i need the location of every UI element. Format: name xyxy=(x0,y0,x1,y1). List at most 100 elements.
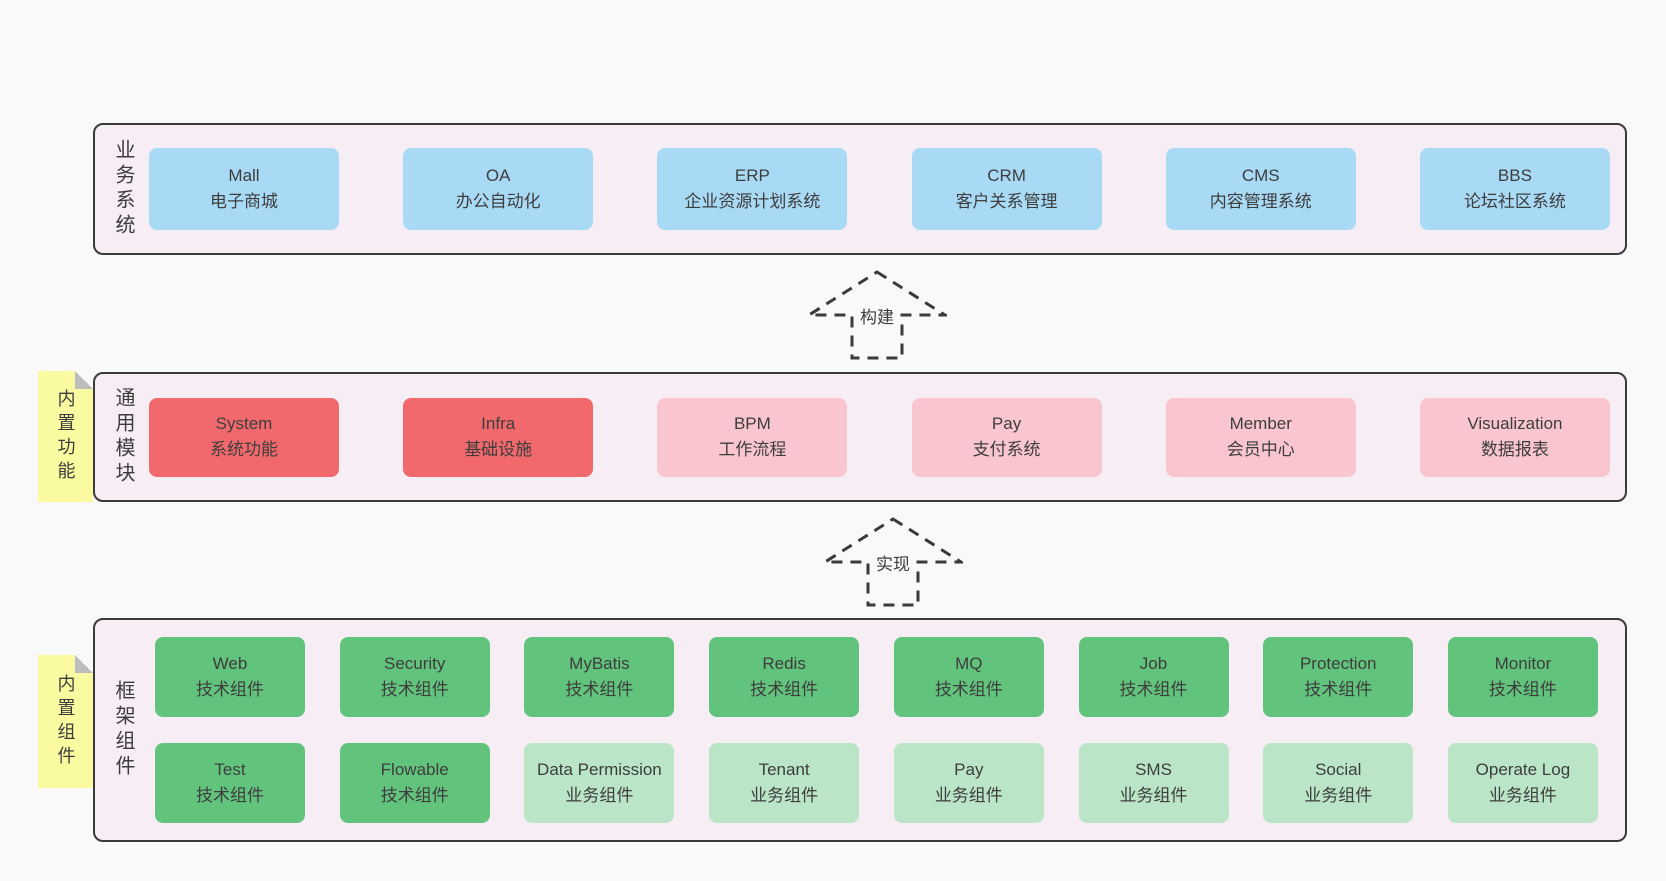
box-subtitle: 业务组件 xyxy=(565,786,634,805)
box-subtitle: 电子商城 xyxy=(210,192,278,211)
box-subtitle: 办公自动化 xyxy=(455,192,541,211)
box-title: Tenant xyxy=(758,760,810,779)
sticky-fold-corner xyxy=(75,655,93,673)
section-framework-components: 框架组件 Web 技术组件 Security 技术组件 MyBatis 技术组件… xyxy=(93,618,1627,842)
box-title: BBS xyxy=(1497,166,1532,185)
box-subtitle: 技术组件 xyxy=(196,680,264,699)
box-pay-system: Pay 支付系统 xyxy=(911,397,1102,477)
box-crm: CRM 客户关系管理 xyxy=(911,148,1102,230)
box-subtitle: 技术组件 xyxy=(1304,680,1373,699)
box-title: Pay xyxy=(991,414,1022,433)
box-system: System 系统功能 xyxy=(149,397,339,477)
sticky-note-label: 内置功能 xyxy=(55,388,76,485)
arrow-build: 构建 xyxy=(807,269,947,361)
box-title: Job xyxy=(1139,654,1168,673)
sticky-note-built-in-features: 内置功能 xyxy=(38,371,93,502)
box-social: Social 业务组件 xyxy=(1263,743,1414,823)
box-subtitle: 业务组件 xyxy=(1119,786,1188,805)
box-cms: CMS 内容管理系统 xyxy=(1165,148,1356,230)
box-flowable: Flowable 技术组件 xyxy=(339,743,490,823)
box-sms: SMS 业务组件 xyxy=(1078,743,1229,823)
box-subtitle: 技术组件 xyxy=(380,680,449,699)
box-title: Redis xyxy=(762,654,806,673)
box-subtitle: 论坛社区系统 xyxy=(1463,192,1566,211)
box-title: SMS xyxy=(1135,760,1172,779)
components-row-1: Web 技术组件 Security 技术组件 MyBatis 技术组件 Redi… xyxy=(155,637,1598,717)
components-row-2: Test 技术组件 Flowable 技术组件 Data Permission … xyxy=(155,743,1598,823)
box-web: Web 技术组件 xyxy=(155,637,305,717)
box-title: Flowable xyxy=(380,760,449,779)
box-title: MyBatis xyxy=(569,654,630,673)
box-title: CRM xyxy=(987,166,1026,185)
sticky-note-label: 内置组件 xyxy=(55,673,76,770)
box-title: System xyxy=(215,414,273,433)
section-label-common-modules: 通用模块 xyxy=(112,387,134,487)
box-data-permission: Data Permission 业务组件 xyxy=(524,743,675,823)
box-subtitle: 业务组件 xyxy=(1304,786,1373,805)
box-title: Infra xyxy=(481,414,516,433)
box-subtitle: 系统功能 xyxy=(210,440,278,459)
sticky-note-built-in-components: 内置组件 xyxy=(38,655,93,788)
box-security: Security 技术组件 xyxy=(339,637,490,717)
box-title: Data Permission xyxy=(537,760,662,779)
box-title: Test xyxy=(214,760,246,779)
box-bbs: BBS 论坛社区系统 xyxy=(1419,148,1610,230)
box-title: Visualization xyxy=(1467,414,1563,433)
arrow-implement-label: 实现 xyxy=(873,550,913,575)
box-redis: Redis 技术组件 xyxy=(709,637,860,717)
box-subtitle: 业务组件 xyxy=(1488,786,1557,805)
box-bpm: BPM 工作流程 xyxy=(657,397,848,477)
box-monitor: Monitor 技术组件 xyxy=(1447,637,1598,717)
box-title: Monitor xyxy=(1494,654,1552,673)
box-mq: MQ 技术组件 xyxy=(893,637,1044,717)
box-title: Web xyxy=(212,654,248,673)
box-title: ERP xyxy=(734,166,770,185)
box-subtitle: 技术组件 xyxy=(1488,680,1557,699)
box-title: Security xyxy=(383,654,446,673)
box-subtitle: 技术组件 xyxy=(934,680,1003,699)
box-title: Member xyxy=(1229,414,1292,433)
box-member: Member 会员中心 xyxy=(1165,397,1356,477)
box-visualization: Visualization 数据报表 xyxy=(1419,397,1610,477)
box-oa: OA 办公自动化 xyxy=(403,148,594,230)
box-subtitle: 业务组件 xyxy=(934,786,1003,805)
section-label-business-systems: 业务系统 xyxy=(112,139,134,239)
box-mybatis: MyBatis 技术组件 xyxy=(524,637,675,717)
section-business-systems: 业务系统 Mall 电子商城 OA 办公自动化 ERP 企业资源计划系统 CRM… xyxy=(93,123,1627,255)
box-subtitle: 工作流程 xyxy=(718,440,787,459)
box-title: BPM xyxy=(733,414,771,433)
box-erp: ERP 企业资源计划系统 xyxy=(657,148,848,230)
box-subtitle: 业务组件 xyxy=(750,786,819,805)
components-rows: Web 技术组件 Security 技术组件 MyBatis 技术组件 Redi… xyxy=(95,620,1625,840)
box-subtitle: 数据报表 xyxy=(1480,440,1549,459)
box-test: Test 技术组件 xyxy=(155,743,305,823)
sticky-fold-corner xyxy=(75,371,93,389)
box-title: Protection xyxy=(1299,654,1377,673)
box-subtitle: 技术组件 xyxy=(565,680,634,699)
box-title: Operate Log xyxy=(1475,760,1571,779)
box-subtitle: 客户关系管理 xyxy=(955,192,1058,211)
box-title: OA xyxy=(485,166,511,185)
arrow-implement: 实现 xyxy=(823,516,963,608)
box-title: MQ xyxy=(955,654,983,673)
box-operate-log: Operate Log 业务组件 xyxy=(1447,743,1598,823)
section-label-framework-components: 框架组件 xyxy=(112,680,134,780)
box-subtitle: 技术组件 xyxy=(196,786,264,805)
box-title: Social xyxy=(1315,760,1362,779)
box-pay-component: Pay 业务组件 xyxy=(893,743,1044,823)
box-subtitle: 内容管理系统 xyxy=(1209,192,1312,211)
box-subtitle: 基础设施 xyxy=(464,440,533,459)
box-title: CMS xyxy=(1241,166,1280,185)
box-subtitle: 技术组件 xyxy=(1119,680,1188,699)
box-subtitle: 技术组件 xyxy=(750,680,819,699)
arrow-build-label: 构建 xyxy=(857,303,897,328)
box-subtitle: 会员中心 xyxy=(1226,440,1295,459)
box-infra: Infra 基础设施 xyxy=(403,397,594,477)
box-title: Mall xyxy=(228,166,260,185)
section-common-modules: 通用模块 System 系统功能 Infra 基础设施 BPM 工作流程 Pay… xyxy=(93,372,1627,502)
modules-box-row: System 系统功能 Infra 基础设施 BPM 工作流程 Pay 支付系统… xyxy=(95,374,1625,500)
box-subtitle: 企业资源计划系统 xyxy=(684,192,821,211)
box-protection: Protection 技术组件 xyxy=(1263,637,1414,717)
box-job: Job 技术组件 xyxy=(1078,637,1229,717)
